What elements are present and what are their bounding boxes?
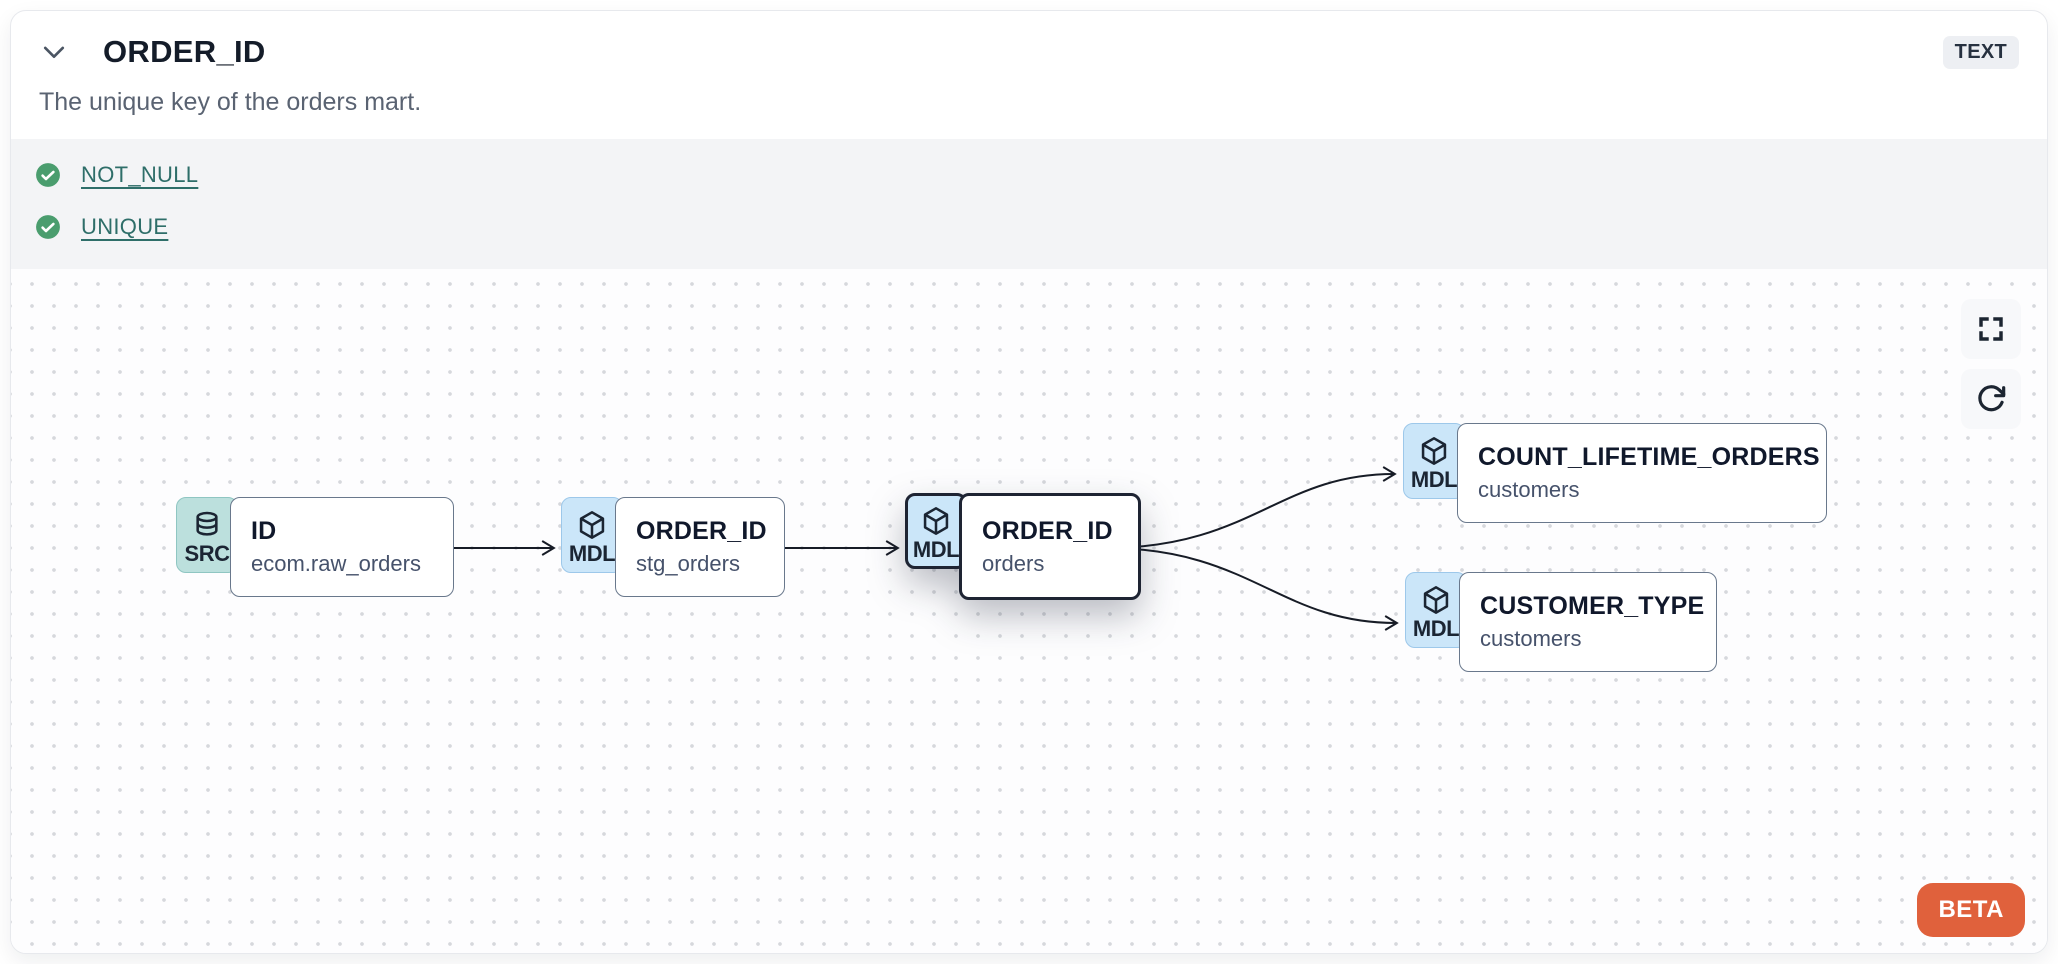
model-type-badge: MDL bbox=[561, 497, 623, 573]
column-type-badge: TEXT bbox=[1942, 35, 2019, 69]
fullscreen-icon bbox=[1979, 317, 2003, 341]
node-subtitle: stg_orders bbox=[636, 551, 740, 576]
refresh-icon bbox=[1978, 385, 2006, 412]
lineage-node-customer-type[interactable]: MDL CUSTOMER_TYPE customers bbox=[1405, 572, 1717, 672]
check-circle-icon bbox=[35, 214, 61, 240]
lineage-edge bbox=[1105, 547, 1399, 631]
node-subtitle: ecom.raw_orders bbox=[251, 551, 421, 576]
badge-label: MDL bbox=[1412, 615, 1460, 641]
test-row: UNIQUE bbox=[11, 201, 2047, 253]
database-icon bbox=[196, 511, 218, 536]
test-link-unique[interactable]: UNIQUE bbox=[81, 214, 169, 239]
node-card: ORDER_ID stg_orders bbox=[615, 497, 785, 597]
collapse-button[interactable] bbox=[39, 37, 69, 67]
refresh-button[interactable] bbox=[1961, 369, 2021, 429]
lineage-edge bbox=[1105, 466, 1397, 549]
test-row: NOT_NULL bbox=[11, 149, 2047, 201]
cube-icon bbox=[1423, 585, 1449, 614]
tests-section: NOT_NULL UNIQUE bbox=[11, 139, 2047, 269]
node-card: COUNT_LIFETIME_ORDERS customers bbox=[1457, 423, 1827, 523]
node-card: ID ecom.raw_orders bbox=[230, 497, 454, 597]
fullscreen-button[interactable] bbox=[1961, 299, 2021, 359]
column-description: The unique key of the orders mart. bbox=[39, 88, 422, 116]
badge-label: MDL bbox=[912, 536, 960, 562]
source-type-badge: SRC bbox=[176, 497, 238, 573]
test-link-not-null[interactable]: NOT_NULL bbox=[81, 162, 199, 187]
cube-icon bbox=[1421, 436, 1447, 465]
node-title: ORDER_ID bbox=[636, 517, 767, 545]
canvas-controls bbox=[1961, 299, 2021, 429]
model-type-badge: MDL bbox=[905, 493, 967, 569]
node-subtitle: orders bbox=[982, 550, 1045, 576]
header: ORDER_ID TEXT The unique key of the orde… bbox=[11, 11, 2047, 139]
badge-label: MDL bbox=[1410, 466, 1458, 492]
lineage-node-stg-orders[interactable]: MDL ORDER_ID stg_orders bbox=[561, 497, 785, 597]
lineage-edges bbox=[431, 466, 1399, 631]
node-card: CUSTOMER_TYPE customers bbox=[1459, 572, 1717, 672]
node-title: ORDER_ID bbox=[982, 516, 1113, 545]
badge-label: MDL bbox=[568, 540, 616, 566]
node-subtitle: customers bbox=[1480, 626, 1582, 651]
lineage-canvas[interactable]: SRC ID ecom.raw_orders MDL ORDER_ID stg_… bbox=[11, 269, 2047, 953]
model-type-badge: MDL bbox=[1405, 572, 1467, 648]
column-detail-panel: ORDER_ID TEXT The unique key of the orde… bbox=[10, 10, 2048, 954]
beta-badge: BETA bbox=[1917, 883, 2025, 937]
cube-icon bbox=[579, 510, 605, 539]
check-circle-icon bbox=[35, 162, 61, 188]
node-title: COUNT_LIFETIME_ORDERS bbox=[1478, 443, 1820, 471]
cube-icon bbox=[923, 506, 949, 535]
node-card: ORDER_ID orders bbox=[959, 493, 1141, 600]
lineage-node-src-raw-orders[interactable]: SRC ID ecom.raw_orders bbox=[176, 497, 454, 597]
chevron-down-icon bbox=[43, 46, 65, 59]
page-title: ORDER_ID bbox=[103, 34, 266, 69]
node-title: CUSTOMER_TYPE bbox=[1480, 592, 1705, 620]
lineage-node-orders-selected[interactable]: MDL ORDER_ID orders bbox=[905, 493, 1141, 600]
node-title: ID bbox=[251, 517, 277, 545]
badge-label: SRC bbox=[184, 540, 230, 566]
model-type-badge: MDL bbox=[1403, 423, 1465, 499]
header-row: ORDER_ID TEXT bbox=[39, 33, 2019, 71]
node-subtitle: customers bbox=[1478, 477, 1580, 502]
lineage-node-count-lifetime-orders[interactable]: MDL COUNT_LIFETIME_ORDERS customers bbox=[1403, 423, 1827, 523]
